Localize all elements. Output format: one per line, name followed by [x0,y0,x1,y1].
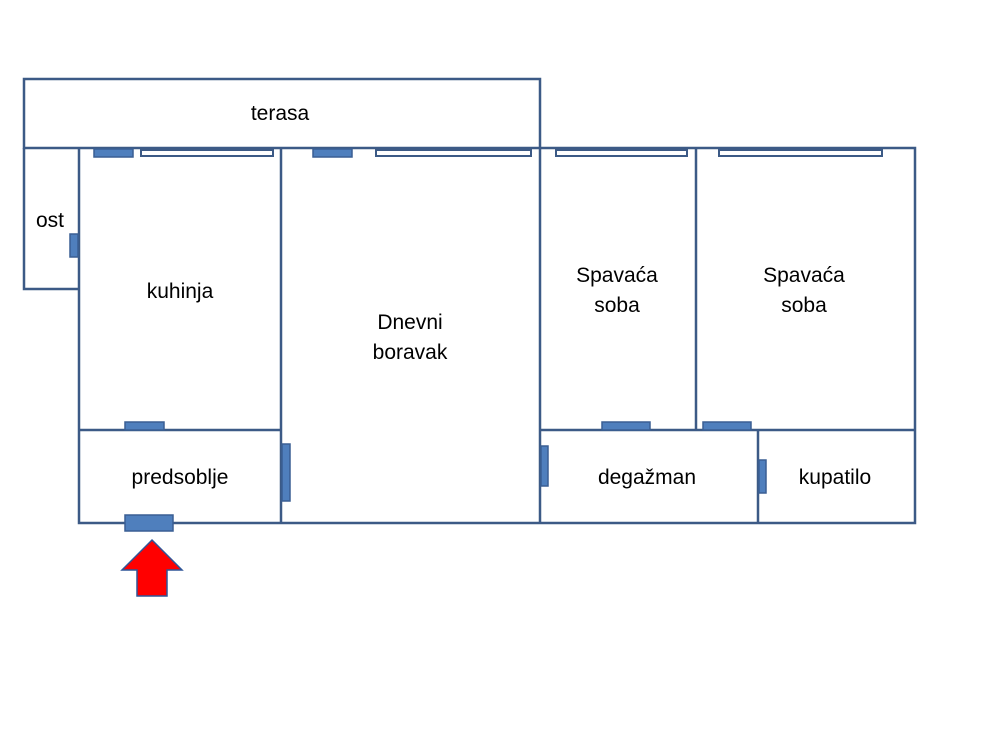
doors [69,148,767,532]
door-kupatilo [758,459,767,494]
window-spavaca-2 [718,149,883,157]
main-outline [77,146,917,525]
label-dnevni-line2: boravak [373,341,448,364]
label-spavaca1-line2: soba [594,294,640,317]
label-kupatilo: kupatilo [799,466,871,489]
room-labels: terasa ost kuhinja Dnevni boravak Spavać… [36,102,871,489]
door-ost [69,233,79,258]
door-degazman [540,445,549,487]
door-terasa-kuhinja [93,148,134,158]
door-entrance [124,514,174,532]
label-degazman: degažman [598,466,696,489]
label-predsoblje: predsoblje [132,466,229,489]
door-dnevni [281,443,291,502]
window-kuhinja [140,149,274,157]
label-spavaca2-line2: soba [781,294,827,317]
label-dnevni-line1: Dnevni [377,311,442,334]
label-terasa: terasa [251,102,310,125]
door-kuhinja [124,421,165,431]
walls [22,77,917,525]
windows [140,149,883,157]
label-kuhinja: kuhinja [147,280,214,303]
label-spavaca1-line1: Spavaća [576,264,658,287]
door-terasa-dnevni [312,148,353,158]
door-spavaca-2 [702,421,752,431]
label-spavaca2-line1: Spavaća [763,264,845,287]
window-dnevni [375,149,532,157]
red-up-arrow-icon [120,538,184,597]
label-ost: ost [36,209,64,232]
window-spavaca-1 [555,149,688,157]
ost-outline [22,148,79,291]
door-spavaca-1 [601,421,651,431]
